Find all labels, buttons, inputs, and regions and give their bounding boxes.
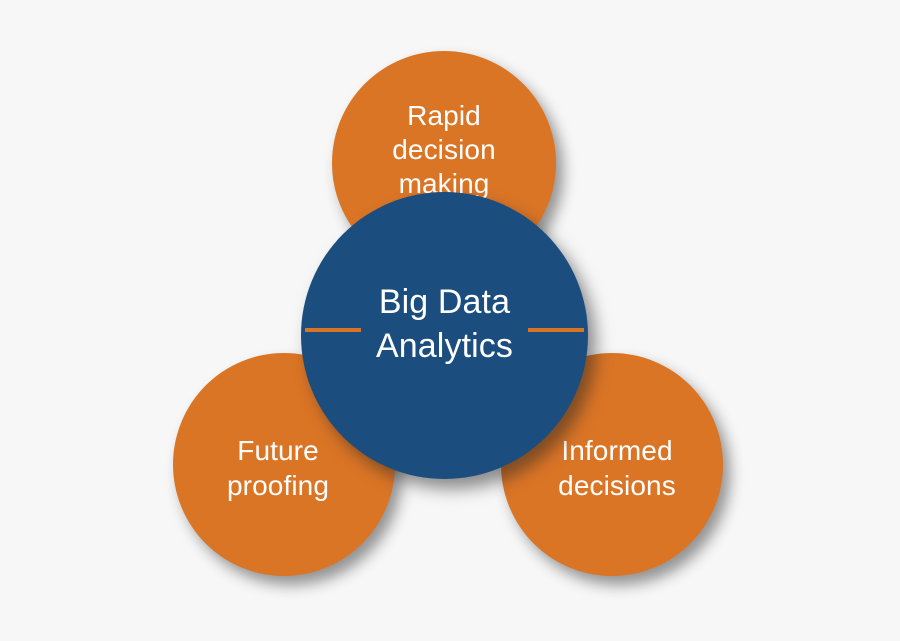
circle-label-rapid-decision-making: Rapid decision making: [392, 99, 496, 200]
accent-dash-left: [305, 328, 361, 332]
circle-label-informed-decisions: Informed decisions: [558, 435, 676, 501]
circle-big-data-analytics[interactable]: Big Data Analytics: [301, 192, 588, 479]
accent-dash-right: [528, 328, 584, 332]
circle-future-proofing[interactable]: Future proofing: [173, 353, 395, 576]
circle-label-future-proofing: Future proofing: [227, 435, 329, 501]
circle-label-big-data-analytics: Big Data Analytics: [376, 282, 513, 365]
